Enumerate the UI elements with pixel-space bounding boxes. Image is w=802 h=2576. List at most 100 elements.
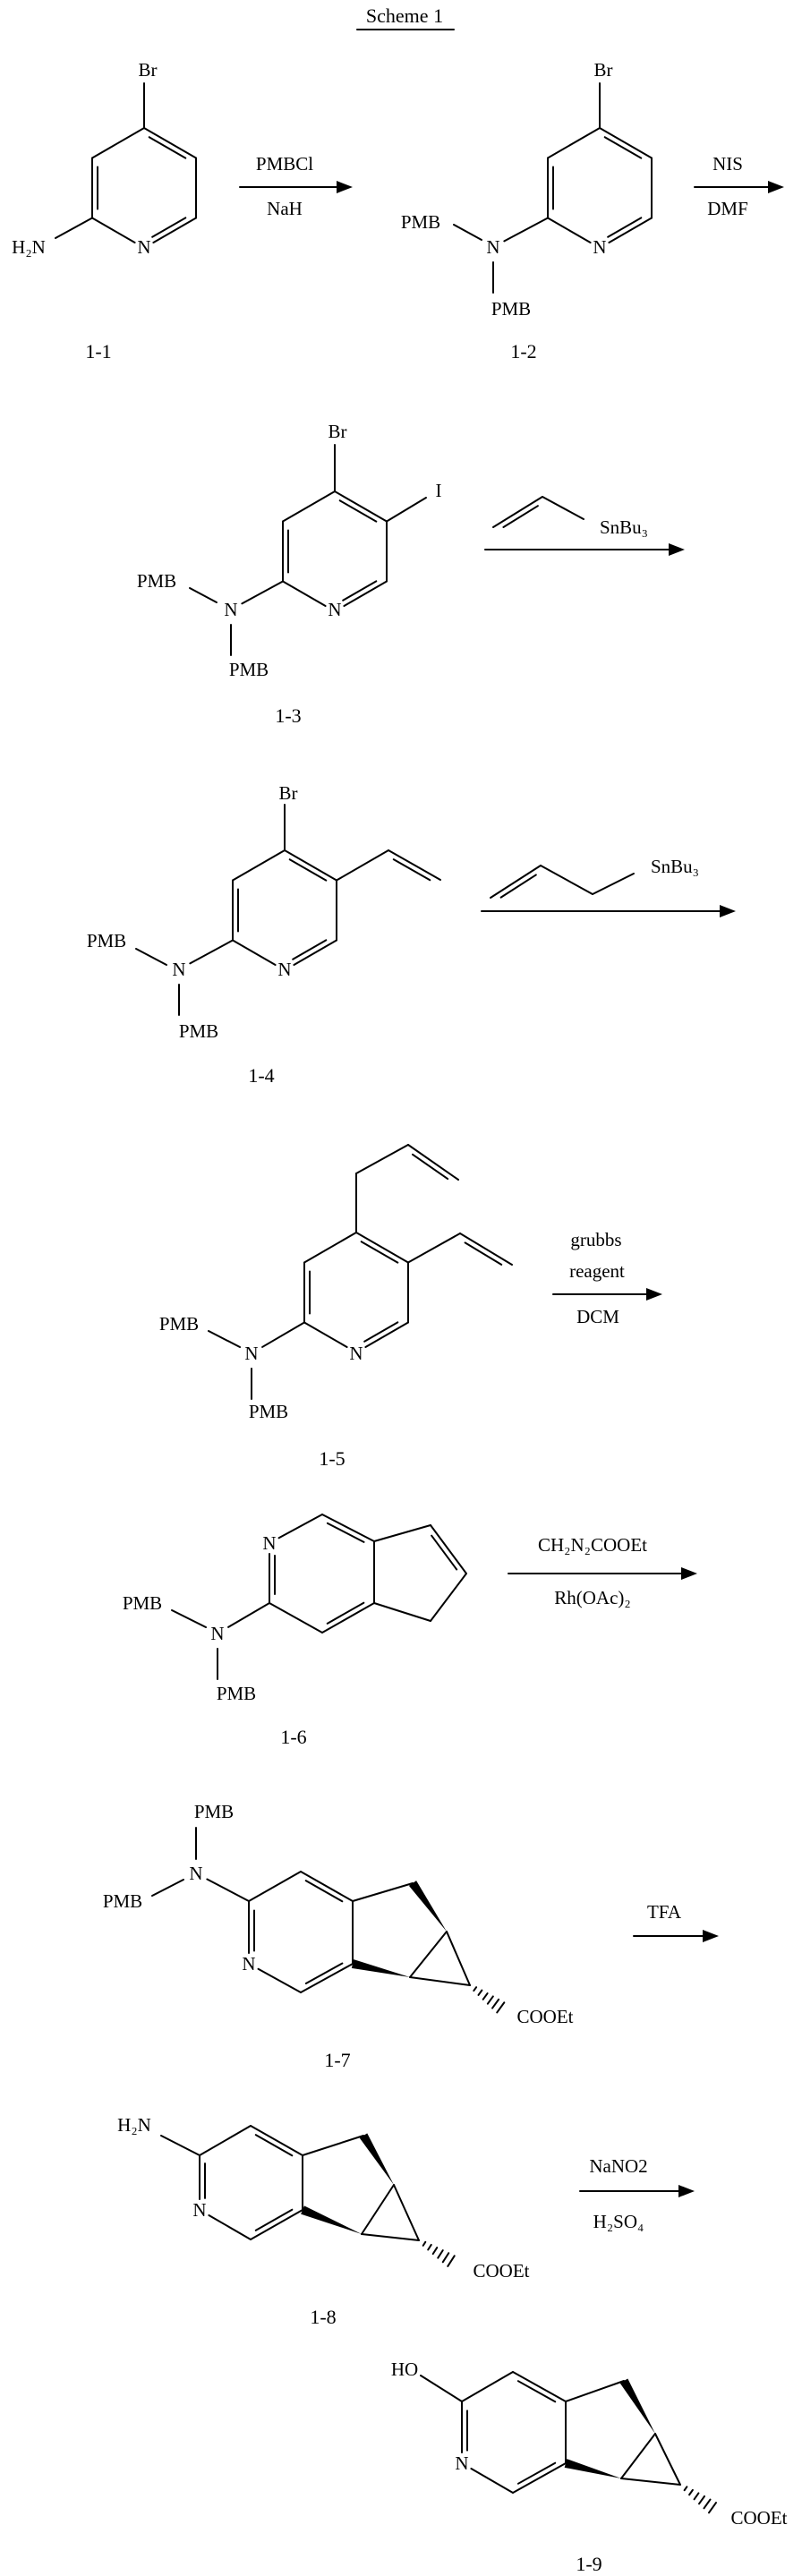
bond	[161, 2136, 200, 2155]
ring-bond	[251, 2210, 303, 2239]
bond	[152, 1880, 183, 1896]
hashed-bond-stroke	[685, 2486, 687, 2490]
reagent-below: H₂SO₄	[593, 2211, 644, 2232]
bond	[262, 1323, 304, 1347]
bond	[655, 2434, 680, 2485]
atom-ring-n: N	[328, 599, 341, 620]
hashed-bond-stroke	[483, 1993, 488, 2000]
hashed-bond-stroke	[443, 2253, 448, 2262]
ring-bond	[304, 1323, 347, 1347]
hashed-bond-stroke	[478, 1991, 482, 1995]
ring-bond	[322, 1514, 374, 1541]
atom-ring-n: N	[593, 236, 606, 258]
atom-amine: H₂N	[12, 236, 46, 258]
arrowhead	[669, 543, 685, 556]
ring-bond	[285, 850, 337, 881]
double-bond-line	[394, 859, 431, 880]
atom-amine-n: N	[244, 1343, 258, 1364]
atom-pmb-bottom: PMB	[491, 298, 531, 320]
arrowhead	[703, 1930, 719, 1942]
bond	[621, 2478, 680, 2485]
atom-ring-n: N	[137, 236, 150, 258]
reagent-above: PMBCl	[256, 153, 313, 175]
reagent-tin: SnBu₃	[651, 856, 699, 877]
arrowhead	[681, 1567, 697, 1580]
bond	[493, 497, 542, 527]
atom-ring-n: N	[277, 959, 291, 980]
ring-bond	[513, 2372, 566, 2401]
atom-amine-n: N	[172, 959, 185, 980]
reagent-below: NaH	[267, 198, 303, 219]
atom-ester: COOEt	[731, 2507, 788, 2529]
bond	[542, 497, 584, 519]
compound-1-5: PMB N N PMB 1-5	[159, 1313, 363, 1470]
wedge-bond	[301, 2205, 362, 2234]
step-7: TFA	[647, 1901, 682, 1923]
ring-bond	[356, 1233, 408, 1263]
atom-pmb-left: PMB	[103, 1890, 142, 1912]
atom-pmb-left: PMB	[137, 570, 176, 592]
ring-bond	[322, 1603, 374, 1633]
atom-ring-n: N	[455, 2452, 468, 2474]
hashed-bond-stroke	[433, 2248, 438, 2254]
ring-bond	[92, 128, 144, 158]
reagent-above-1: grubbs	[570, 1229, 621, 1250]
bond	[303, 2136, 363, 2155]
atom-ring-n: N	[192, 2199, 206, 2221]
ring-bond	[269, 1603, 322, 1633]
bond	[387, 498, 426, 522]
reagent-above-2: reagent	[569, 1260, 625, 1282]
atom-br: Br	[279, 782, 298, 804]
bond	[55, 218, 92, 239]
double-bond-line	[501, 874, 536, 897]
atom-pmb-bottom: PMB	[229, 659, 269, 680]
ring-bond	[335, 491, 387, 522]
double-bond-line	[605, 137, 642, 158]
ring-bond	[200, 2126, 251, 2155]
bond	[593, 874, 634, 894]
wedge-bond	[565, 2459, 621, 2478]
compound-label: 1-4	[248, 1064, 274, 1087]
bond	[356, 1145, 408, 1173]
bond-layer	[55, 83, 784, 2512]
double-bond-line	[328, 1603, 364, 1624]
reagent-tin: SnBu₃	[600, 516, 648, 538]
bond	[460, 1233, 512, 1265]
bond	[454, 225, 482, 240]
compound-1-3: Br I PMB N N PMB 1-3	[137, 421, 442, 727]
hashed-bond-stroke	[695, 2493, 699, 2499]
atom-ring-n: N	[349, 1343, 363, 1364]
compound-label: 1-8	[310, 2306, 336, 2328]
reagent-below: DMF	[707, 198, 748, 219]
ring-bond	[233, 850, 285, 881]
hashed-bond-stroke	[704, 2500, 711, 2509]
bond	[621, 2434, 655, 2478]
double-bond-line	[340, 500, 377, 521]
atom-br: Br	[139, 59, 158, 81]
ring-bond	[301, 1964, 353, 1992]
bond	[504, 218, 548, 242]
step-5: grubbs reagent DCM	[569, 1229, 625, 1327]
bond	[209, 1331, 240, 1347]
atom-iodo: I	[436, 480, 442, 501]
ring-bond	[259, 1969, 301, 1992]
atom-hydroxy: HO	[391, 2358, 418, 2380]
double-bond-line	[503, 506, 538, 527]
bond	[190, 941, 233, 964]
ring-bond	[92, 218, 135, 243]
double-bond-line	[431, 1536, 456, 1570]
double-bond-line	[518, 2463, 555, 2484]
ring-bond	[233, 941, 276, 965]
ring-bond	[365, 1323, 408, 1347]
atom-amine-n: N	[224, 599, 237, 620]
ring-bond	[251, 2126, 303, 2155]
ring-bond	[304, 1233, 356, 1263]
ring-bond	[144, 128, 196, 158]
double-bond-line	[362, 1241, 398, 1262]
wedge-bond	[620, 2378, 655, 2434]
bond	[541, 866, 593, 894]
hashed-bond-stroke	[492, 2000, 499, 2009]
atom-amine-n: N	[486, 236, 499, 258]
reagent-above: NaNO2	[589, 2155, 647, 2177]
bond	[374, 1525, 431, 1541]
